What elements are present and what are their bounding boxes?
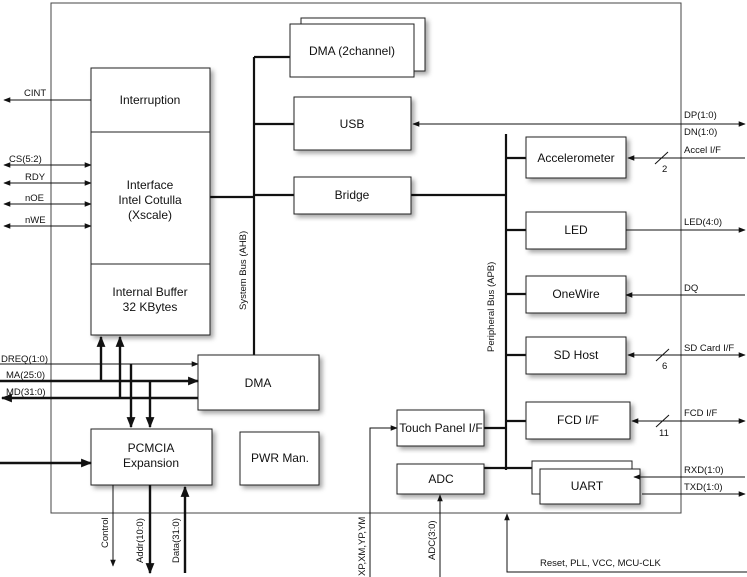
addr-label: Addr(10:0): [135, 518, 146, 563]
pwr-man-block: PWR Man.: [239, 431, 320, 486]
fcd-if-signal-label: FCD I/F: [684, 408, 717, 419]
accel-width-label: 2: [662, 164, 667, 175]
rdy-label: RDY: [25, 172, 46, 183]
buffer-label-2: 32 KBytes: [123, 300, 178, 314]
dma-2channel-label: DMA (2channel): [309, 44, 395, 58]
dp-label: DP(1:0): [684, 110, 717, 121]
usb-label: USB: [340, 117, 365, 131]
bridge-label: Bridge: [335, 188, 370, 202]
ma-label: MA(25:0): [6, 370, 45, 381]
adc-block: ADC: [396, 463, 485, 495]
fcd-if-block: FCD I/F: [525, 401, 631, 440]
pwr-man-label: PWR Man.: [251, 451, 309, 465]
pcmcia-label-1: PCMCIA: [128, 441, 175, 455]
uart-block: UART: [531, 460, 641, 505]
right-signal-lines: [412, 121, 746, 497]
sd-card-label: SD Card I/F: [684, 343, 734, 354]
led-block: LED: [525, 211, 627, 250]
onewire-block: OneWire: [525, 275, 627, 314]
accelerometer-block: Accelerometer: [525, 136, 627, 179]
chip-boundary: [50, 2, 682, 514]
touch-panel-label: Touch Panel I/F: [399, 421, 482, 435]
fcd-width-label: 11: [659, 428, 669, 439]
reset-pll-label: Reset, PLL, VCC, MCU-CLK: [540, 558, 662, 569]
system-bus: [210, 55, 294, 355]
peripheral-bus: [411, 134, 532, 470]
led-signal-label: LED(4:0): [684, 217, 722, 228]
cs-label: CS(5:2): [9, 154, 42, 165]
usb-block: USB: [293, 96, 412, 151]
adc-input-label: ADC(3:0): [427, 520, 438, 560]
analog-input-lines: [369, 425, 443, 577]
pcmcia-block: PCMCIA Expansion: [90, 428, 213, 486]
dn-label: DN(1:0): [684, 127, 717, 138]
dreq-label: DREQ(1:0): [1, 354, 48, 365]
cint-label: CINT: [24, 88, 46, 99]
touch-panel-block: Touch Panel I/F: [396, 409, 485, 447]
dq-label: DQ: [684, 283, 698, 294]
sd-width-label: 6: [662, 361, 667, 372]
adc-label: ADC: [428, 472, 454, 486]
buffer-label-1: Internal Buffer: [112, 285, 187, 299]
dma-2channel-block: DMA (2channel): [289, 17, 426, 78]
accel-if-label: Accel I/F: [684, 145, 721, 156]
interface-label-2: Intel Cotulla: [118, 193, 182, 207]
fcd-if-label: FCD I/F: [557, 413, 599, 427]
interface-label-3: (Xscale): [128, 208, 172, 222]
reset-line: [504, 513, 747, 573]
bridge-block: Bridge: [293, 176, 412, 215]
noe-label: nOE: [25, 193, 44, 204]
cpu-block: Interruption Interface Intel Cotulla (Xs…: [90, 67, 211, 336]
txd-label: TXD(1:0): [684, 482, 723, 493]
uart-label: UART: [571, 479, 604, 493]
dma-label: DMA: [245, 376, 272, 390]
internal-connections: [96, 335, 190, 575]
interruption-label: Interruption: [120, 93, 181, 107]
interface-label-1: Interface: [127, 178, 174, 192]
dma-block: DMA: [197, 354, 320, 411]
nwe-label: nWE: [25, 215, 46, 226]
accelerometer-label: Accelerometer: [537, 151, 614, 165]
control-label: Control: [100, 517, 111, 548]
pcmcia-label-2: Expansion: [123, 456, 179, 470]
led-label: LED: [564, 223, 588, 237]
system-bus-label: System Bus (AHB): [238, 231, 249, 310]
xp-xm-label: XP,XM,YP,YM: [357, 517, 368, 576]
sd-host-label: SD Host: [554, 348, 599, 362]
onewire-label: OneWire: [552, 287, 600, 301]
sd-host-block: SD Host: [525, 336, 627, 375]
data-label: Data(31:0): [171, 518, 182, 563]
left-signal-lines: [0, 97, 200, 468]
peripheral-bus-label: Peripheral Bus (APB): [486, 262, 497, 352]
md-label: MD(31:0): [6, 387, 46, 398]
rxd-label: RXD(1:0): [684, 465, 724, 476]
